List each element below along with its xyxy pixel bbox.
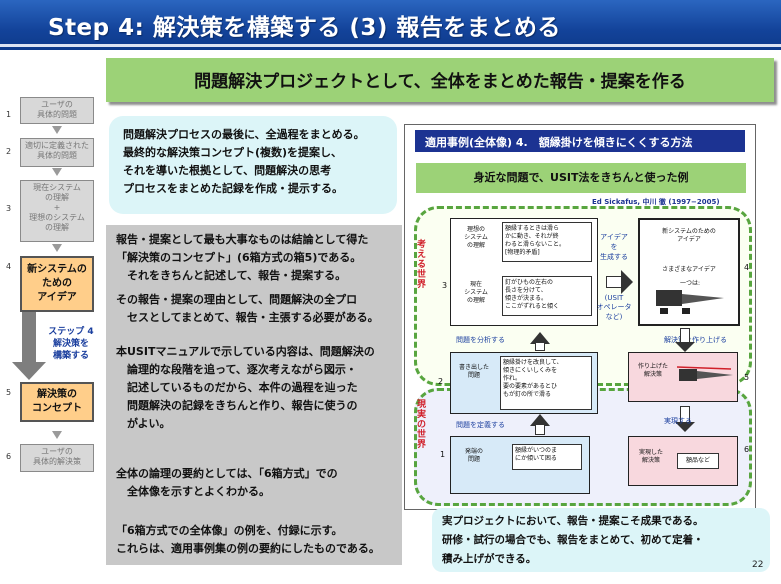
step-num-2: 2 [6, 147, 12, 156]
box-realized-solution: 実現した 解決策 額品など [628, 436, 738, 486]
current-system-title: 現在 システム の理解 [464, 281, 488, 304]
para-1: 報告・提案として最も大事なものは結論として得た 「解決策のコンセプト」(6箱方式… [116, 233, 369, 282]
usit-operator-label: (USIT オペレータ など) [596, 294, 632, 321]
step-box-3: 現在システム の理解 + 理想のシステム の理解 [20, 180, 94, 242]
step-box-1: ユーザの 具体的問題 [20, 97, 94, 124]
big-arrow-down-icon [12, 362, 46, 380]
origin-problem-text: 額縁がいつのま にか傾いて困る [512, 444, 582, 470]
step-num-5: 5 [6, 388, 12, 397]
new-system-text: さまざまなアイデア [662, 266, 716, 273]
case-author: Ed Sickafus, 中川 徹 (1997−2005) [592, 198, 720, 206]
title-rule [0, 44, 781, 47]
written-problem-title: 書き出した 問題 [458, 364, 489, 379]
para-4: 全体の論理の要約としては、「6箱方式」での 全体像を示すとよくわかる。 [116, 467, 338, 498]
big-arrow-shaft [22, 312, 36, 364]
box-new-system-ideas: 新システムのための アイデア さまざまなアイデア 一つは: [638, 218, 740, 326]
up-arrow-body [535, 425, 545, 435]
final-solution-title: 作り上げた 解決策 [637, 363, 668, 378]
new-system-one: 一つは: [680, 280, 701, 287]
origin-problem-title: 発端の 問題 [464, 448, 483, 463]
case-num-3: 3 [442, 281, 448, 290]
headline-banner: 問題解決プロジェクトとして、全体をまとめた報告・提案を作る [106, 58, 774, 102]
down-arrow-icon [675, 422, 695, 432]
para-2: その報告・提案の理由として、問題解決の全プロ セスとしてまとめて、報告・主張する… [116, 293, 379, 324]
down-arrow-body [680, 406, 690, 422]
case-header: 適用事例(全体像) 4. 額縁掛けを傾きにくくする方法 [415, 130, 745, 152]
current-system-text: 釘がひもの左右の 長さを分けて、 傾きが決まる。 ここがずれると傾く [502, 276, 592, 316]
ideal-system-text: 額縁するときは滑ら かに動き、それが終 わると滑らないこと。 [物理的矛盾] [502, 222, 592, 262]
arrow-down-icon [52, 168, 62, 176]
box-final-solution: 作り上げた 解決策 [628, 352, 738, 402]
page-title: Step 4: 解決策を構築する (3) 報告をまとめる [48, 15, 561, 41]
up-arrow-icon [530, 332, 550, 344]
realized-solution-text: 額品など [677, 453, 719, 469]
title-bar: Step 4: 解決策を構築する (3) 報告をまとめる [0, 0, 781, 50]
idea-arrow-body [606, 276, 622, 288]
step-box-6: ユーザの 具体的解決策 [20, 444, 94, 472]
step-num-3: 3 [6, 204, 12, 213]
define-label: 問題を定義する [456, 421, 505, 429]
para-5: 「6箱方式での全体像」の例を、付録に示す。 これらは、適用事例集の例の要約にした… [116, 524, 380, 555]
case-num-1: 1 [440, 450, 446, 459]
ideal-system-title: 理想の システム の理解 [464, 226, 488, 249]
intro-bubble: 問題解決プロセスの最後に、全過程をまとめる。 最終的な解決策コンセプト(複数)を… [109, 116, 397, 214]
case-num-5: 5 [744, 373, 750, 382]
down-arrow-icon [675, 342, 695, 352]
headline-text: 問題解決プロジェクトとして、全体をまとめた報告・提案を作る [194, 72, 686, 92]
step4-note: ステップ 4 解決策を 構築する [48, 327, 94, 361]
generate-idea-label: アイデア を 生成する [600, 233, 628, 261]
page-number: 22 [752, 560, 764, 570]
thinking-world-label: 考える世界 [417, 240, 427, 290]
idea-arrow-icon [621, 270, 633, 294]
case-subtitle: 身近な問題で、USIT法をきちんと使った例 [416, 163, 746, 193]
up-arrow-body [535, 343, 545, 351]
down-arrow-body [680, 328, 690, 342]
step-num-1: 1 [6, 110, 12, 119]
conclusion-text: 実プロジェクトにおいて、報告・提案こそ成果である。 研修・試行の場合でも、報告を… [442, 515, 704, 565]
build-label: 解決策を作り上げる [664, 336, 727, 344]
conclusion-bubble: 実プロジェクトにおいて、報告・提案こそ成果である。 研修・試行の場合でも、報告を… [432, 508, 770, 572]
intro-text: 問題解決プロセスの最後に、全過程をまとめる。 最終的な解決策コンセプト(複数)を… [123, 128, 365, 195]
written-problem-text: 額縁掛けを改良して、 傾きにくいしくみを 作れ。 要の要素があるとひ もが釘の所… [500, 356, 592, 410]
step-box-2: 適切に定義された 具体的問題 [20, 138, 94, 167]
case-num-2: 2 [438, 377, 444, 386]
step-num-6: 6 [6, 452, 12, 461]
real-world-label: 現実の世界 [417, 400, 427, 450]
para-3: 本USITマニュアルで示している内容は、問題解決の 論理的な段階を追って、逐次考… [116, 345, 375, 430]
arrow-down-icon [52, 431, 62, 439]
case-num-4: 4 [744, 263, 750, 272]
explanation-panel: 報告・提案として最も大事なものは結論として得た 「解決策のコンセプト」(6箱方式… [106, 225, 402, 565]
solution-sketch-icon [677, 366, 733, 381]
arrow-down-icon [52, 126, 62, 134]
arrow-down-icon [52, 244, 62, 252]
step-num-4: 4 [6, 262, 12, 271]
step-box-5: 解決策の コンセプト [20, 382, 94, 422]
case-header-text: 適用事例(全体像) 4. 額縁掛けを傾きにくくする方法 [425, 136, 693, 149]
step-box-4: 新システムの ための アイデア [20, 256, 94, 312]
case-num-6: 6 [744, 445, 750, 454]
realized-solution-title: 実現した 解決策 [638, 449, 663, 464]
idea-sketch-icon [656, 290, 724, 314]
analyze-label: 問題を分析する [456, 336, 505, 344]
up-arrow-icon [530, 414, 550, 426]
realize-label: 実現する [664, 417, 692, 425]
new-system-title: 新システムのための アイデア [662, 228, 716, 243]
